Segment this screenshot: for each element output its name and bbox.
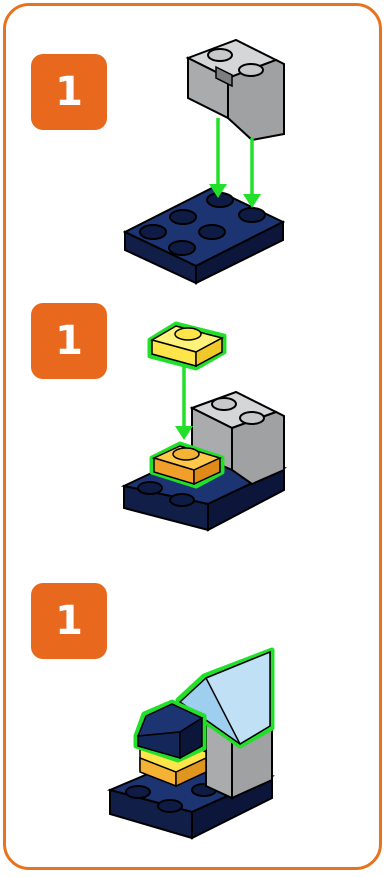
- navy-slope: [136, 702, 204, 760]
